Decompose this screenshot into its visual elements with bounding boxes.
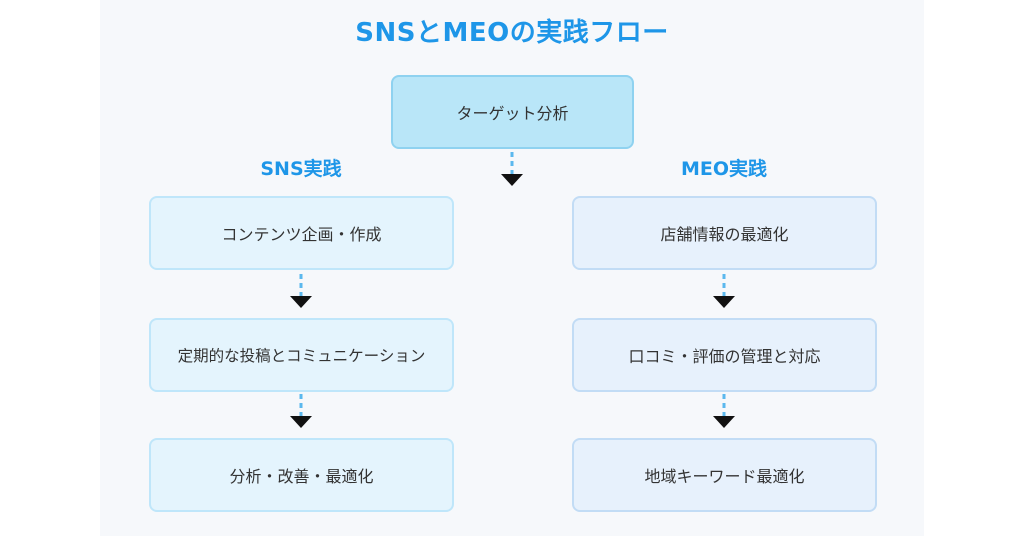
node-target-analysis: ターゲット分析 <box>391 75 634 149</box>
arrow-meo-2 <box>713 394 735 428</box>
arrow-top-down <box>501 152 523 186</box>
sns-step-content-planning: コンテンツ企画・作成 <box>149 196 454 270</box>
meo-heading: MEO実践 <box>680 158 768 180</box>
meo-step-store-info: 店舗情報の最適化 <box>572 196 877 270</box>
diagram-title: SNSとMEOの実践フロー <box>355 18 669 48</box>
meo-step-reviews: 口コミ・評価の管理と対応 <box>572 318 877 392</box>
arrow-sns-1 <box>290 274 312 308</box>
arrow-sns-2 <box>290 394 312 428</box>
meo-step-local-keywords: 地域キーワード最適化 <box>572 438 877 512</box>
sns-step-analysis: 分析・改善・最適化 <box>149 438 454 512</box>
sns-heading: SNS実践 <box>260 158 342 180</box>
sns-step-posting: 定期的な投稿とコミュニケーション <box>149 318 454 392</box>
arrow-meo-1 <box>713 274 735 308</box>
